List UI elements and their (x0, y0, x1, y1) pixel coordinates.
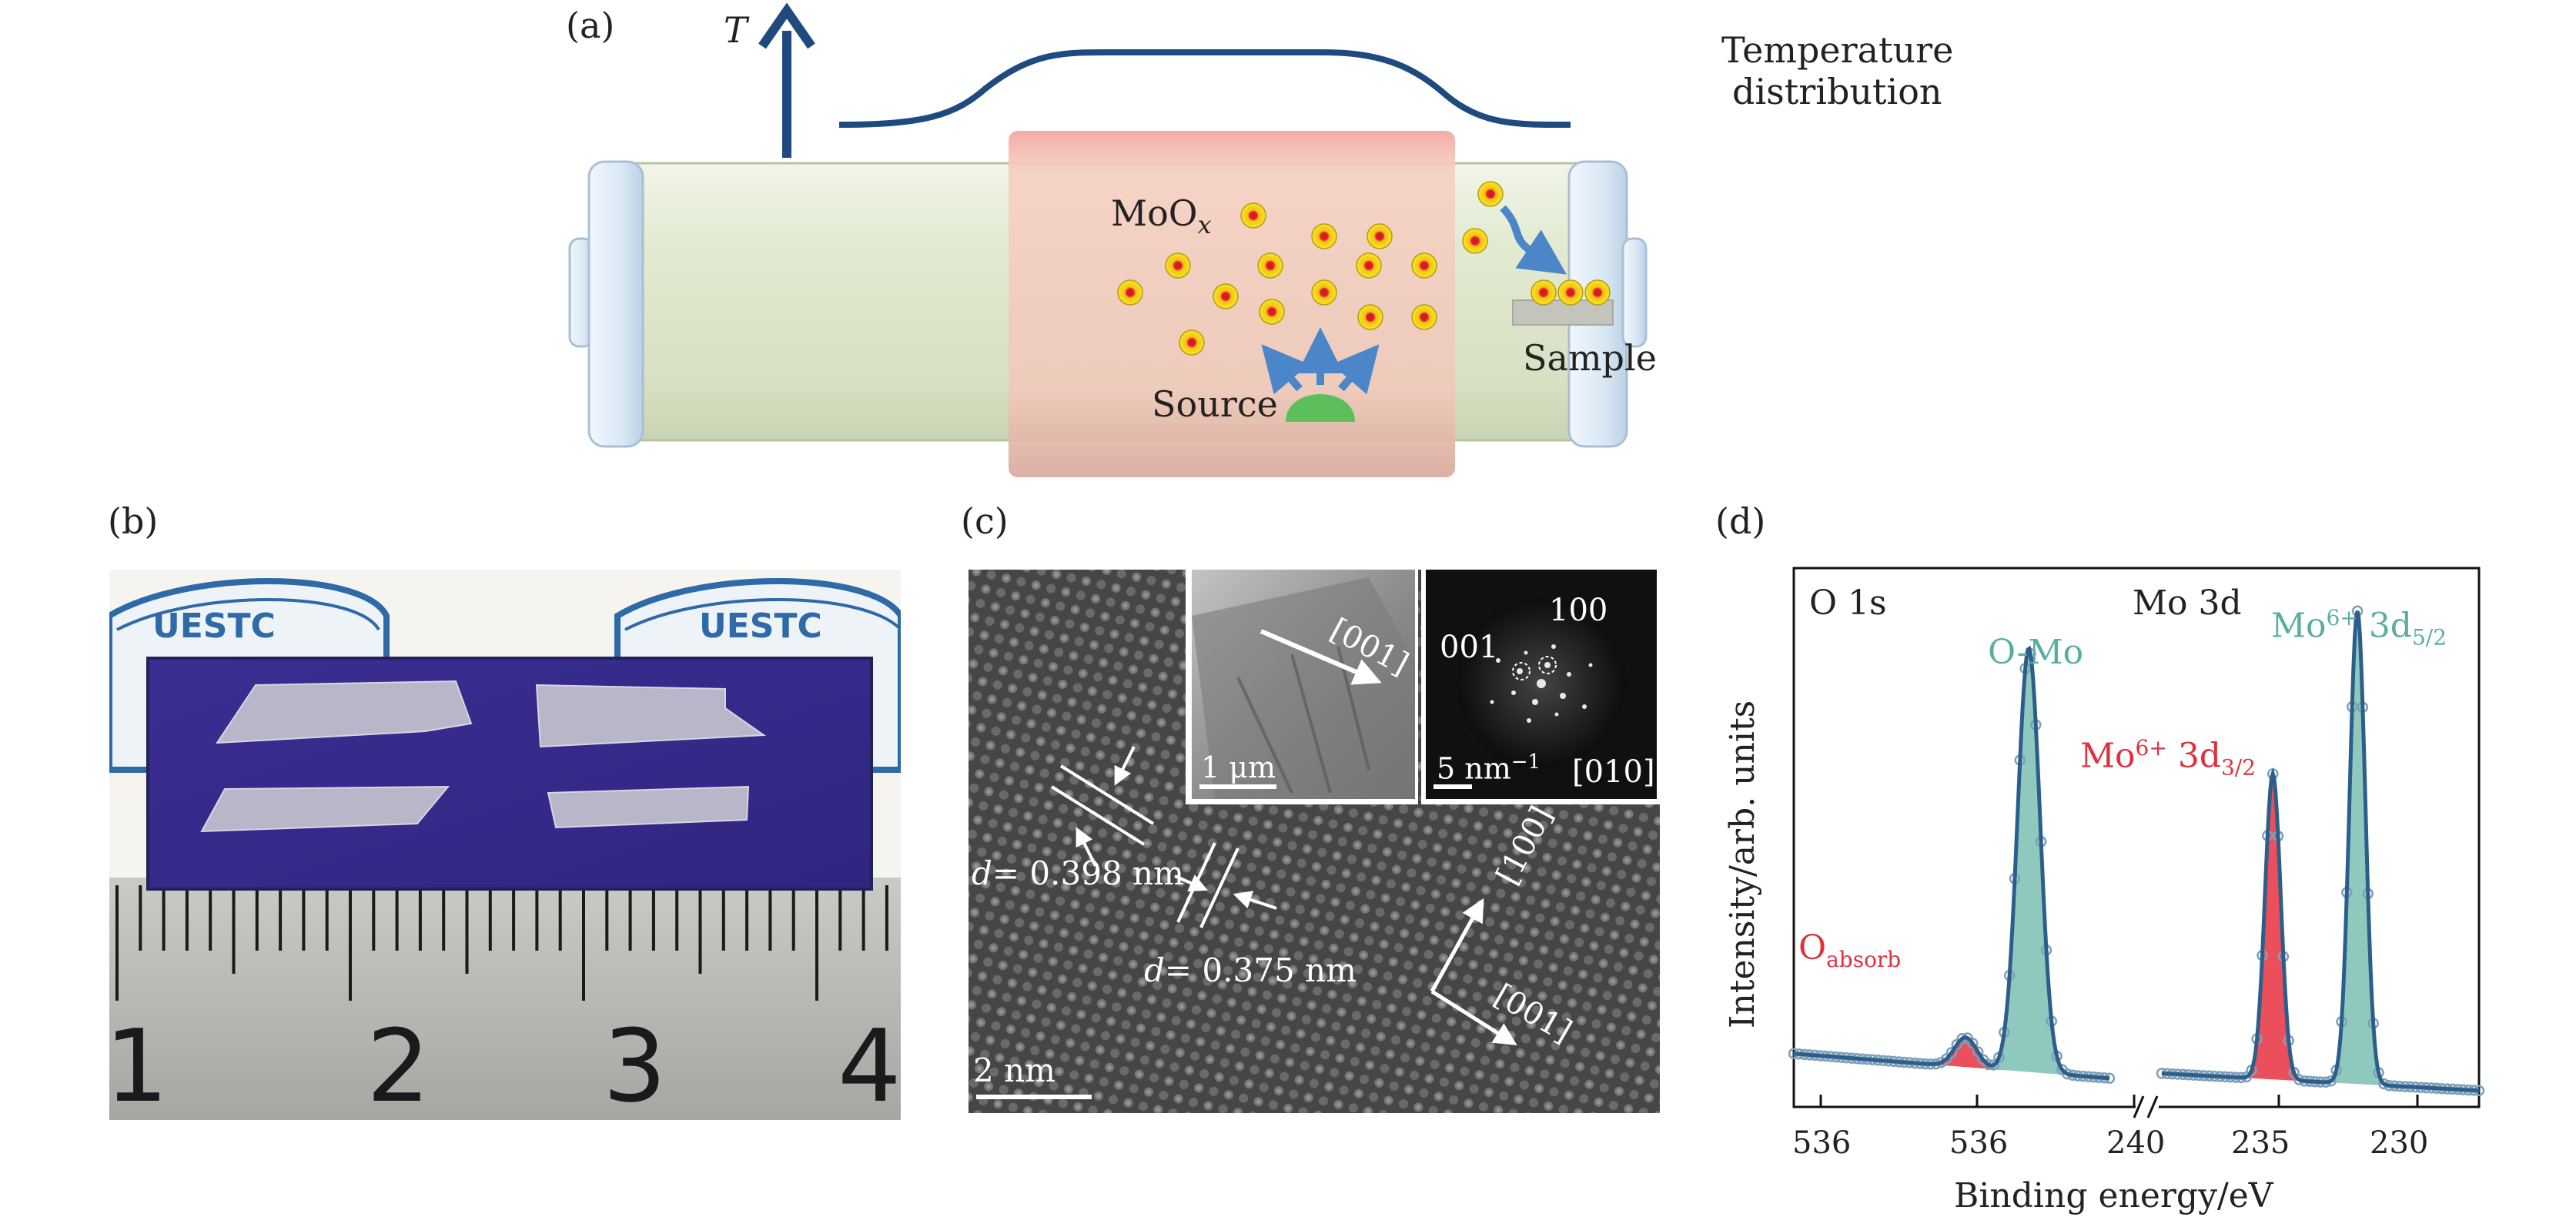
d-spacing-markers (1050, 746, 1277, 928)
temperature-label-line1: Temperature (1721, 29, 1954, 71)
tem-lowmag-inset (1186, 570, 1418, 804)
ruler (109, 878, 901, 1120)
peak-fill-1-1 (2330, 610, 2386, 1086)
axis-break (2133, 1095, 2159, 1118)
source-label: Source (1152, 383, 1278, 425)
d2-value: = 0.375 nm (1164, 951, 1357, 989)
temperature-curve (838, 49, 1571, 128)
deposition-arrow (1500, 205, 1567, 275)
fit-envelope-0 (1793, 645, 2110, 1081)
peak-fill-0-0 (1989, 648, 2069, 1075)
temperature-label-line2: distribution (1732, 71, 1942, 112)
sample-label: Sample (1523, 337, 1657, 379)
ruler-ticks (115, 885, 888, 1001)
substrate-photo (109, 570, 901, 1120)
panel-d-label: (d) (1715, 500, 1766, 542)
xtick-label-0: 536 (1792, 1125, 1852, 1161)
hrtem-scale-label: 2 nm (973, 1051, 1055, 1089)
mo32-sup: 6+ (2135, 735, 2167, 761)
ruler-number-1: 1 (105, 1008, 169, 1125)
inset1-scale-label: 1 μm (1201, 751, 1276, 784)
hrtem-image (969, 570, 1660, 1113)
o-mo-peak-label: O-Mo (1988, 633, 2084, 672)
source-arrows (1261, 327, 1380, 395)
moox-label: MoOx (1111, 192, 1212, 239)
moox-subscript: x (1197, 210, 1212, 240)
fft-scale-label: 5 nm−1 (1437, 751, 1541, 786)
d-spacing-label-2: d= 0.375 nm (1144, 951, 1357, 989)
fit-envelope-1 (2161, 610, 2480, 1093)
oabs-sub: absorb (1826, 946, 1902, 972)
fft-scale-base: 5 nm (1437, 751, 1511, 786)
fft-label-100: 100 (1549, 593, 1608, 628)
temperature-axis-symbol: T (724, 9, 748, 51)
panel-a-label: (a) (566, 5, 615, 46)
ruler-number-3: 3 (603, 1008, 667, 1125)
temperature-axis-arrow (758, 2, 815, 158)
panel-b-label: (b) (108, 500, 159, 542)
mo32-sub: 3/2 (2220, 754, 2257, 781)
oabs-base: O (1798, 928, 1827, 968)
xps-chart (1788, 567, 2485, 1118)
o-absorb-peak-label: Oabsorb (1798, 928, 1901, 972)
fft-zone-axis-label: [010] (1572, 754, 1655, 790)
d1-symbol: d (972, 854, 992, 892)
xtick-label-4: 230 (2370, 1125, 2429, 1161)
fft-label-001: 001 (1440, 630, 1499, 665)
o1s-region-label: O 1s (1809, 583, 1887, 623)
moox-particles (1117, 181, 1611, 356)
source-mound (1286, 394, 1355, 422)
xtick-label-1: 536 (1949, 1125, 2009, 1161)
data-point (1967, 1038, 1979, 1049)
crystal-direction-arrows (1430, 898, 1517, 1046)
cvd-furnace-diagram (568, 2, 1648, 477)
mo32-base: Mo (2080, 736, 2136, 776)
mo52-sup: 6+ (2326, 605, 2358, 630)
tube-end-cap-left (568, 160, 644, 448)
data-point (1945, 1047, 1958, 1058)
peak-fill-1-0 (2245, 774, 2301, 1082)
ruler-number-2: 2 (366, 1008, 430, 1125)
mo52-sub: 5/2 (2411, 624, 2447, 650)
xtick-label-2: 240 (2106, 1125, 2166, 1161)
mo52-base: Mo (2271, 606, 2327, 646)
data-point (1972, 1046, 1984, 1058)
mo3d-region-label: Mo 3d (2133, 583, 2242, 623)
mo32-mid: 3d (2166, 736, 2221, 776)
d2-symbol: d (1144, 951, 1165, 989)
uestc-logo-text-right: UESTC (699, 607, 822, 646)
ruler-number-4: 4 (838, 1008, 902, 1125)
mo32-peak-label: Mo6+ 3d3/2 (2080, 735, 2256, 780)
mo52-mid: 3d (2357, 606, 2412, 646)
mo52-peak-label: Mo6+ 3d5/2 (2271, 605, 2447, 650)
panel-c-label: (c) (961, 500, 1009, 542)
fft-inset (1421, 570, 1660, 804)
moo3-flakes (200, 680, 766, 833)
fft-scale-exp: −1 (1510, 751, 1541, 774)
ylabel: Intensity/arb. units (1723, 700, 1762, 1028)
d1-value: = 0.398 nm (992, 854, 1184, 892)
moox-base: MoO (1111, 192, 1198, 234)
d-spacing-label-1: d= 0.398 nm (972, 854, 1184, 892)
xtick-label-3: 235 (2231, 1125, 2290, 1161)
xlabel: Binding energy/eV (1954, 1176, 2273, 1215)
uestc-logo-text-left: UESTC (152, 607, 276, 646)
